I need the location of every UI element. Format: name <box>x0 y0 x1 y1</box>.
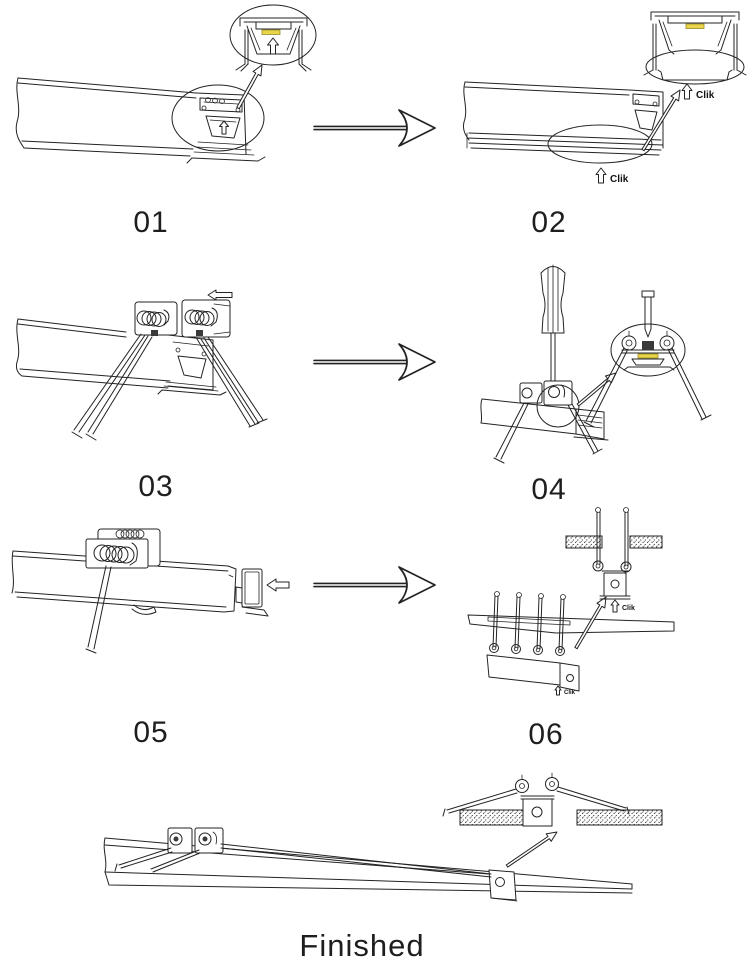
cross-section-inset <box>229 4 317 72</box>
clik-label: Clik <box>564 690 576 696</box>
step-04-label: 04 <box>531 473 567 506</box>
folded-spring-legs <box>492 591 566 651</box>
clip-coils <box>489 643 565 656</box>
transition-arrow-3 <box>313 566 436 604</box>
clik-up-arrow <box>595 167 607 184</box>
ceiling-inset: Clik <box>565 507 663 613</box>
step-06-drawing: Clik Clik <box>467 507 675 696</box>
led-strip <box>261 29 281 35</box>
spring-legs <box>493 402 603 464</box>
ceiling-panel <box>467 614 675 634</box>
spread-spring-legs <box>114 843 492 878</box>
clik-up-arrow <box>610 599 620 613</box>
pointer-arrow <box>505 831 558 868</box>
profile-with-clips: Clik <box>486 591 580 696</box>
step-02-drawing: Clik Clik <box>463 11 747 185</box>
detail-ellipse <box>547 124 653 164</box>
clik-up-arrow <box>681 83 693 100</box>
finished-label: Finished <box>299 928 425 963</box>
detail-ellipse <box>171 84 265 152</box>
step-04-drawing <box>480 264 712 464</box>
screwdriver <box>540 264 566 401</box>
insert-direction-arrow <box>219 120 229 135</box>
step-01-label: 01 <box>133 206 169 239</box>
step-03-label: 03 <box>138 470 174 503</box>
insert-direction-arrow <box>267 37 279 55</box>
clik-label: Clik <box>610 174 629 185</box>
ceiling-inset <box>442 772 663 827</box>
step-03-drawing <box>16 289 268 441</box>
pointer-arrow <box>236 64 263 110</box>
step-01-drawing <box>15 4 317 164</box>
spring-clip <box>85 528 161 569</box>
led-strip <box>637 353 659 359</box>
clik-label: Clik <box>622 605 635 612</box>
clik-annotation-main: Clik <box>595 167 629 185</box>
mounting-tab <box>131 604 157 615</box>
spring-legs <box>71 333 268 441</box>
spring-clips <box>519 380 573 406</box>
recessed-profile-end-block <box>488 869 518 902</box>
profile-rail-with-diffuser <box>463 81 664 156</box>
step-05-drawing <box>11 528 290 654</box>
pointer-arrow <box>641 89 681 152</box>
transition-arrow-2 <box>313 343 436 381</box>
step-06-label: 06 <box>528 718 564 751</box>
step-05-label: 05 <box>133 716 169 749</box>
clik-label: Clik <box>696 90 715 101</box>
spring-clip-1 <box>134 301 178 336</box>
spring-leg <box>85 565 112 654</box>
clik-up-arrow <box>554 685 562 696</box>
pointer-arrow <box>574 596 607 650</box>
finished-drawing <box>103 772 663 902</box>
end-cap <box>241 568 269 617</box>
led-strip <box>685 23 705 29</box>
clik-annotation-main: Clik <box>554 685 576 696</box>
tightening-inset <box>583 290 712 428</box>
spring-clips <box>167 827 224 854</box>
slide-direction-arrow <box>207 289 233 301</box>
spring-clip-2 <box>181 299 231 338</box>
diffuser-cover <box>657 69 733 81</box>
step-02-label: 02 <box>531 206 567 239</box>
cross-section-inset: Clik <box>643 11 747 101</box>
insert-direction-arrow <box>266 578 290 592</box>
transition-arrow-1 <box>313 109 436 147</box>
ceiling-slab <box>103 837 633 894</box>
